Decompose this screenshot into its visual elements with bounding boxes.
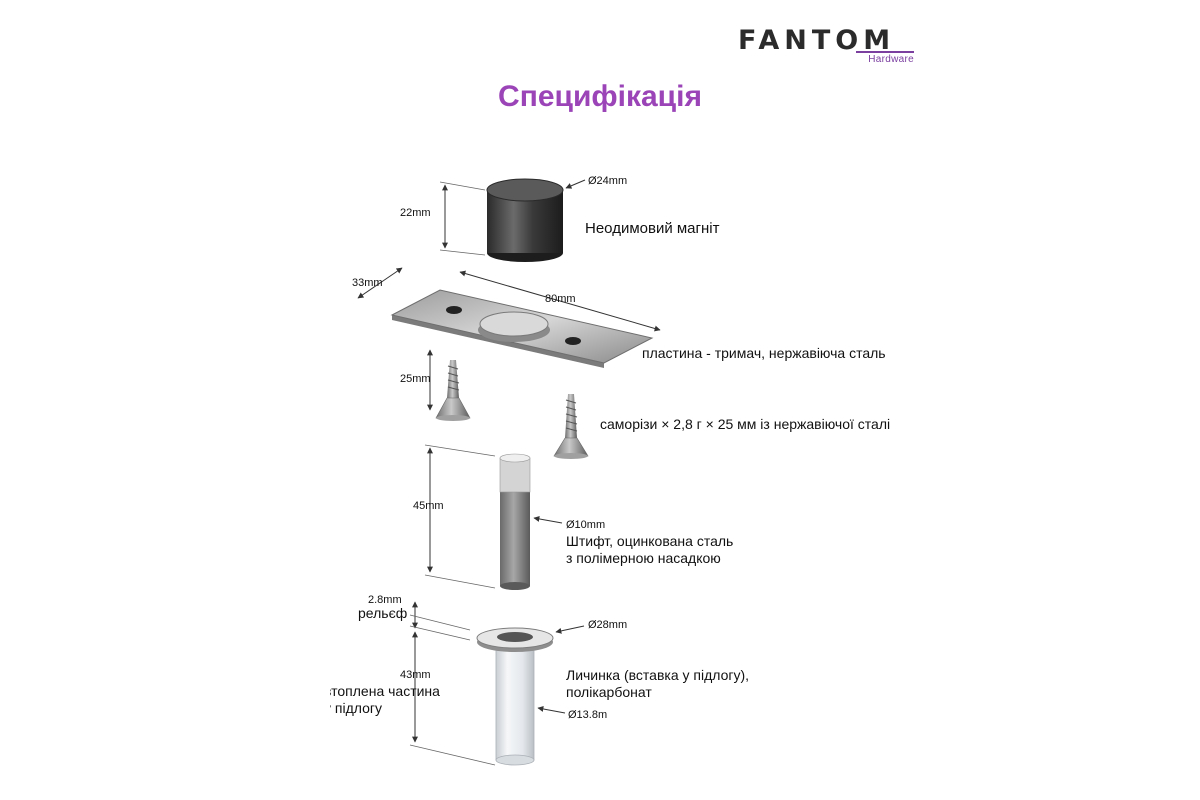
page-title: Специфікація — [498, 80, 702, 113]
magnet-height-label: 22mm — [400, 207, 431, 219]
plate-label: пластина - тримач, нержавіюча сталь 304 — [642, 345, 890, 361]
pin-diameter-label: Ø10mm — [566, 519, 605, 531]
plate-group — [390, 289, 654, 368]
screw-right — [553, 394, 589, 459]
insert-flange-arrow — [555, 625, 585, 634]
insert-label-line1: Личинка (вставка у підлогу), — [566, 667, 749, 683]
screw-left — [435, 360, 471, 421]
insert-depth-label: 43mm — [400, 669, 431, 681]
plate-hole-right — [565, 337, 581, 345]
insert-tube-bottom — [495, 754, 535, 766]
insert-tube — [495, 637, 535, 761]
relief-label: рельєф — [358, 605, 407, 621]
plate-width-label: 33mm — [352, 277, 383, 289]
logo-wordmark: FANTOM — [738, 25, 896, 56]
fantom-logo: FANTOM Hardware — [738, 26, 918, 70]
logo-subtitle: Hardware — [868, 54, 914, 65]
ext-line — [409, 744, 496, 766]
insert-group — [476, 627, 554, 766]
insert-label-line2: полікарбонат — [566, 684, 652, 700]
ext-line — [439, 181, 486, 191]
embedded-label-line1: втоплена частина — [330, 683, 440, 699]
magnet-label: Неодимовий магніт — [585, 220, 720, 237]
insert-diameter-label: Ø13.8m — [568, 709, 607, 721]
relief-height-label: 2.8mm — [368, 594, 402, 606]
insert-diam-arrow — [537, 706, 566, 714]
pin-label-line1: Штифт, оцинкована сталь — [566, 533, 733, 549]
ext-line — [409, 625, 471, 641]
magnet-diam-arrow — [565, 179, 586, 189]
plate-hole-left — [446, 306, 462, 314]
pin-label-line2: з полімерною насадкою — [566, 550, 721, 566]
plate-width-dim — [357, 267, 403, 299]
magnet-diameter-label: Ø24mm — [588, 175, 627, 187]
screws-label: саморізи × 2,8 г × 25 мм із нержавіючої … — [600, 416, 890, 432]
ext-line — [424, 444, 496, 457]
pin-top — [499, 453, 531, 463]
insert-opening — [497, 632, 533, 642]
plate-length-label: 80mm — [545, 293, 576, 305]
magnet-group — [486, 178, 564, 262]
magnet-top — [486, 178, 564, 202]
pin-diam-arrow — [533, 515, 563, 524]
pin-body — [500, 490, 530, 586]
exploded-diagram: 22mm Ø24mm Неодимовий магніт 33mm 80mm п… — [330, 175, 890, 766]
ext-line — [439, 249, 486, 256]
pin-length-label: 45mm — [413, 500, 444, 512]
pin-bottom — [500, 582, 530, 590]
ext-line — [424, 574, 496, 589]
plate-boss — [479, 311, 549, 337]
embedded-label-line2: у підлогу — [330, 700, 382, 716]
plate-length-dim — [459, 270, 661, 332]
logo-accent-bar — [856, 51, 914, 53]
insert-flange-diameter-label: Ø28mm — [588, 619, 627, 631]
ext-line — [409, 614, 471, 631]
pin-group — [499, 453, 531, 590]
pin-cap — [499, 457, 531, 493]
screw-length-label: 25mm — [400, 373, 431, 385]
